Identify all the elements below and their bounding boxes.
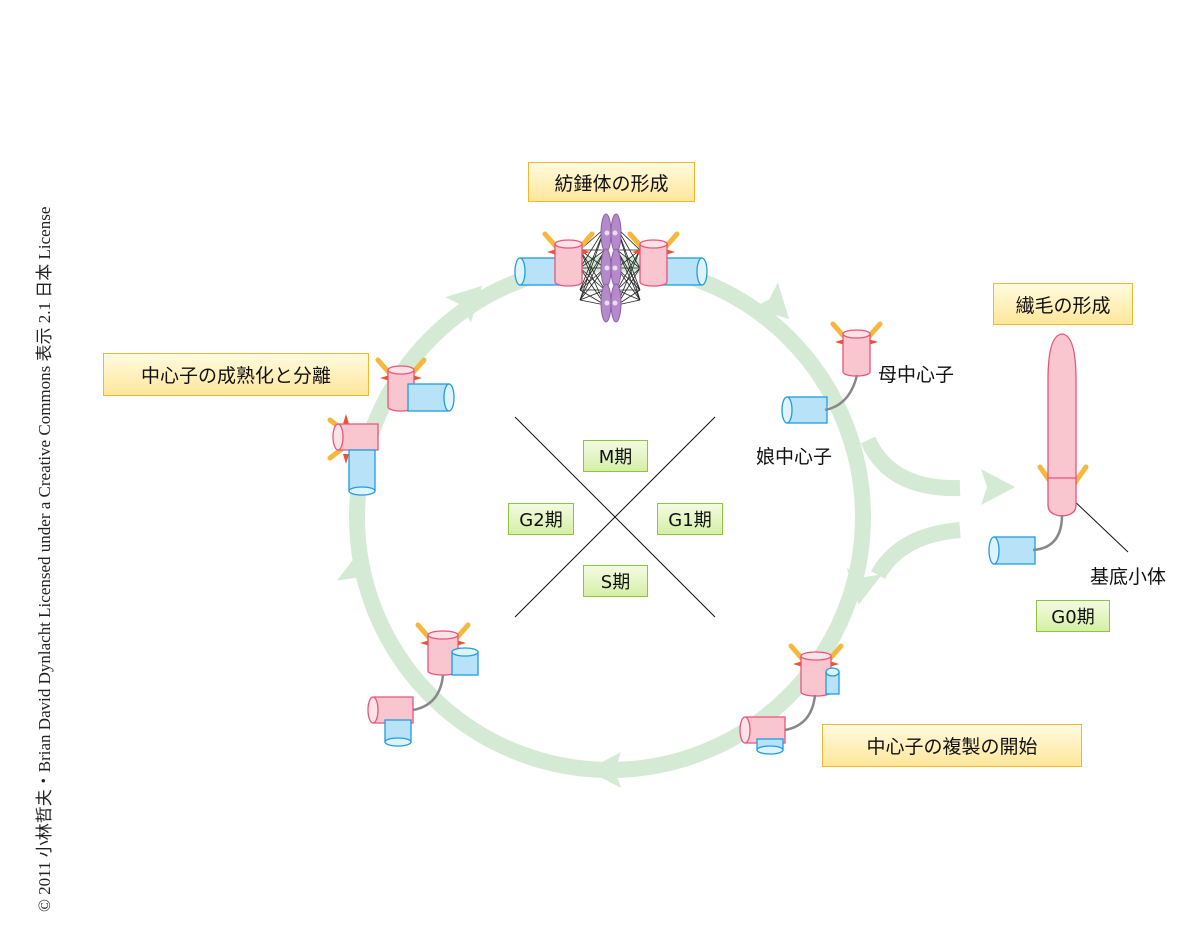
basal-body-pointer [1069, 496, 1129, 553]
duplication-start-label: 中心子の複製の開始 [822, 724, 1082, 767]
g2-centrioles [367, 622, 479, 747]
centriole-end [443, 383, 455, 412]
centriole-body [348, 449, 376, 492]
spindle-fiber [579, 249, 606, 306]
mother-centriole-label: 母中心子 [878, 364, 955, 386]
centriole-end [756, 745, 784, 755]
linker-fiber [1032, 514, 1064, 552]
arrowhead-icon [587, 752, 621, 788]
centriole-end [367, 696, 379, 724]
spindle-fiber [616, 249, 641, 301]
centriole-body [842, 334, 871, 377]
spindle-fiber [579, 249, 606, 301]
spindle-formation-label: 紡錘体の形成 [528, 162, 695, 202]
centriole-top [842, 329, 871, 339]
centriole-end [348, 486, 376, 496]
mother-centriole [415, 622, 471, 676]
centriole-end [451, 647, 479, 657]
maturing-centrioles [327, 357, 455, 496]
cilium-formation-label: 繊毛の形成 [993, 283, 1133, 325]
centriole-body [639, 244, 668, 287]
linker-fiber [412, 674, 445, 712]
spindle-fiber [616, 289, 641, 301]
centriole-end [739, 716, 751, 744]
centriole-end [696, 257, 708, 286]
centriole-top [554, 239, 583, 249]
daughter-centriole [407, 383, 455, 412]
centromere [604, 300, 610, 306]
mother-centriole [542, 231, 595, 287]
branch-to-cilium [860, 436, 961, 497]
centromere [604, 230, 610, 236]
daughter-centriole [988, 536, 1036, 565]
cilium-shaft [1047, 333, 1077, 517]
centromere [612, 300, 618, 306]
centriole-end [384, 737, 412, 747]
centriole-body [407, 383, 450, 412]
arrowhead-icon [981, 469, 1015, 505]
arrowhead-icon [336, 550, 373, 587]
branch-from-cilium [870, 522, 961, 580]
spindle [514, 213, 708, 323]
daughter-centriole [781, 396, 828, 424]
centriole-body [338, 423, 379, 451]
phase-g0: G0期 [1036, 600, 1110, 632]
arrowhead-icon [846, 568, 883, 605]
phase-g1: G1期 [657, 503, 723, 535]
centriole-body [373, 696, 414, 724]
g1-centrioles [781, 321, 883, 424]
centriole-top [800, 651, 832, 661]
copyright-notice: © 2011 小林哲夫・Brian David Dynlacht License… [35, 206, 54, 912]
mother-centriole [627, 231, 680, 287]
centriole-end [332, 423, 344, 451]
phase-s: S期 [583, 565, 648, 597]
mother-centriole [830, 321, 883, 377]
centriole-body [786, 396, 828, 424]
daughter-centriole [756, 738, 784, 755]
centriole-top [639, 239, 668, 249]
centriole-top [387, 365, 415, 375]
cilium [988, 333, 1129, 565]
centriole-end [988, 536, 1000, 565]
centriole-horizontal [332, 423, 379, 451]
centriole-end [825, 667, 840, 677]
linker-fiber [824, 374, 859, 412]
centriole-horizontal [367, 696, 414, 724]
daughter-centriole [451, 647, 479, 676]
centromere [612, 265, 618, 271]
basal-body-label: 基底小体 [1090, 566, 1167, 588]
spindle-fiber [579, 249, 606, 291]
centriole-body [554, 244, 583, 287]
centriole-top [427, 630, 459, 640]
phase-m: M期 [583, 440, 648, 472]
duplicating-centrioles [739, 643, 844, 755]
daughter-centriole [384, 719, 412, 747]
centriole-end [781, 396, 793, 424]
arrowhead-icon [445, 285, 483, 323]
phase-g2: G2期 [508, 503, 574, 535]
daughter-centriole-label: 娘中心子 [756, 446, 833, 468]
phase-divider [514, 416, 716, 618]
arrowhead-icon [752, 282, 790, 320]
appendage [343, 454, 349, 464]
spindle-fiber [579, 289, 606, 301]
spindle-fiber [616, 249, 641, 291]
centriole-end [514, 257, 526, 286]
daughter-centriole [348, 449, 376, 496]
centromere [612, 230, 618, 236]
maturation-separation-label: 中心子の成熟化と分離 [103, 353, 369, 396]
centromere [604, 265, 610, 271]
linker-fiber [784, 694, 817, 732]
daughter-centriole [825, 667, 840, 695]
appendage [343, 414, 349, 424]
centriole-body [993, 536, 1036, 565]
cycle-ring [349, 256, 871, 778]
